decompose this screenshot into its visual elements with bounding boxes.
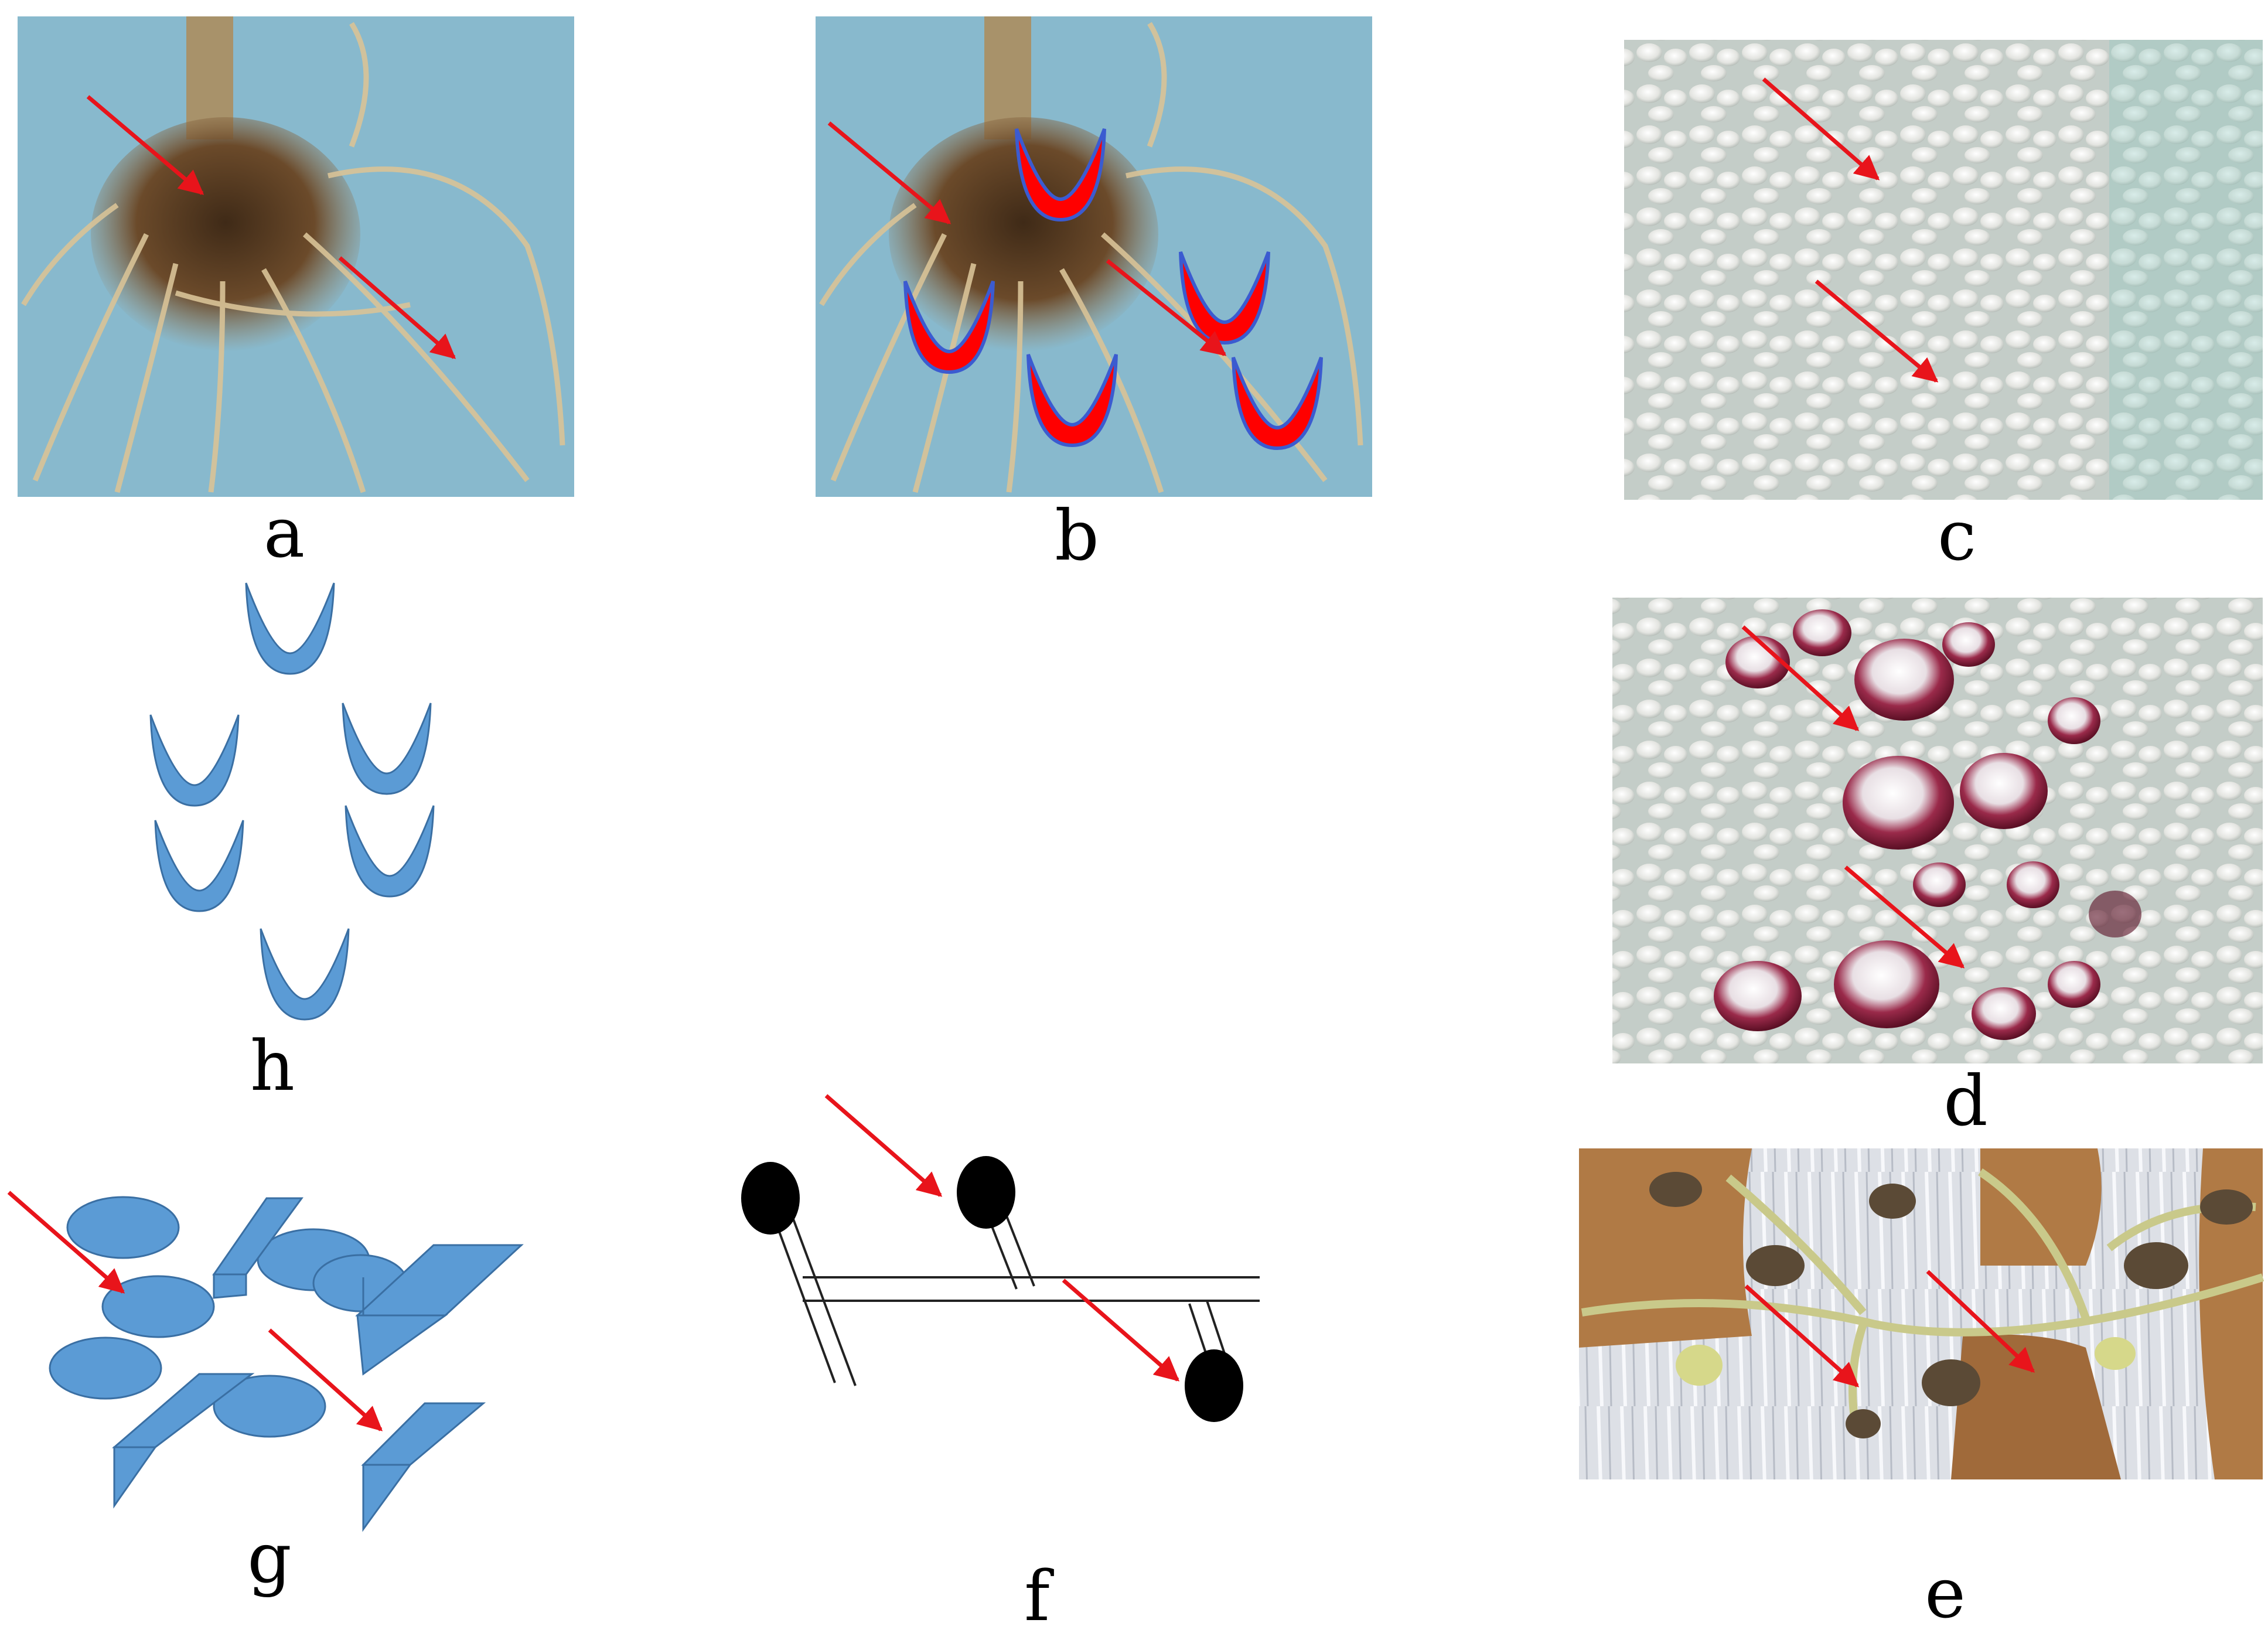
panel-label-e: e	[1925, 1553, 1966, 1634]
arrow-f1	[824, 1094, 943, 1197]
oval-g6	[213, 1375, 326, 1438]
arrow-g1	[7, 1191, 125, 1294]
spore-f3	[1185, 1349, 1243, 1422]
panel-label-b: b	[1055, 495, 1099, 576]
crescent-h4	[154, 819, 244, 912]
arrow-b2	[1106, 259, 1227, 356]
panel-b: b	[816, 16, 1372, 576]
panel-a: a	[18, 16, 574, 573]
panel-h	[149, 582, 435, 1021]
panel-d: d	[1612, 598, 2263, 1141]
arrow-d1	[1741, 625, 1860, 731]
arrow-d2	[1844, 865, 1965, 969]
arrow-e2	[1926, 1270, 2035, 1373]
oval-g3	[101, 1275, 215, 1338]
arrow-f2	[1062, 1278, 1180, 1382]
oval-g5	[49, 1336, 162, 1400]
root-photo-a	[18, 16, 574, 497]
arrow-a2	[338, 256, 456, 359]
parallelogram-g4	[361, 1402, 486, 1466]
crescent-h2	[149, 714, 240, 807]
panel-label-h: h	[250, 1025, 295, 1106]
panel-label-c: c	[1938, 495, 1976, 576]
spore-f1	[741, 1162, 800, 1235]
arrow-c2	[1815, 279, 1939, 383]
panel-label-g: g	[247, 1518, 292, 1598]
panel-c: c	[1624, 40, 2263, 576]
panel-label-f: f	[1024, 1556, 1054, 1636]
crescent-h6	[260, 928, 350, 1021]
panel-g: g	[7, 1191, 524, 1598]
panel-f: f	[741, 1094, 1260, 1636]
panel-e: e	[1579, 1148, 2264, 1634]
arrow-b1	[827, 121, 951, 224]
tissue-photo-c	[1624, 40, 2263, 500]
field-photo-e	[1579, 1148, 2264, 1479]
arrow-a1	[86, 95, 204, 195]
crescent-h5	[345, 804, 435, 898]
crescent-h1	[245, 582, 335, 675]
arrow-c1	[1762, 77, 1880, 180]
arrow-g2	[268, 1328, 383, 1431]
hyphae-lines	[772, 1203, 1260, 1386]
panel-label-a: a	[264, 492, 305, 573]
arrow-e1	[1744, 1284, 1860, 1387]
spore-f2	[957, 1156, 1015, 1229]
panel-label-d: d	[1943, 1061, 1988, 1141]
stained-cells	[1714, 609, 2141, 1040]
crescent-h3	[342, 702, 432, 795]
oval-g1	[66, 1196, 180, 1259]
